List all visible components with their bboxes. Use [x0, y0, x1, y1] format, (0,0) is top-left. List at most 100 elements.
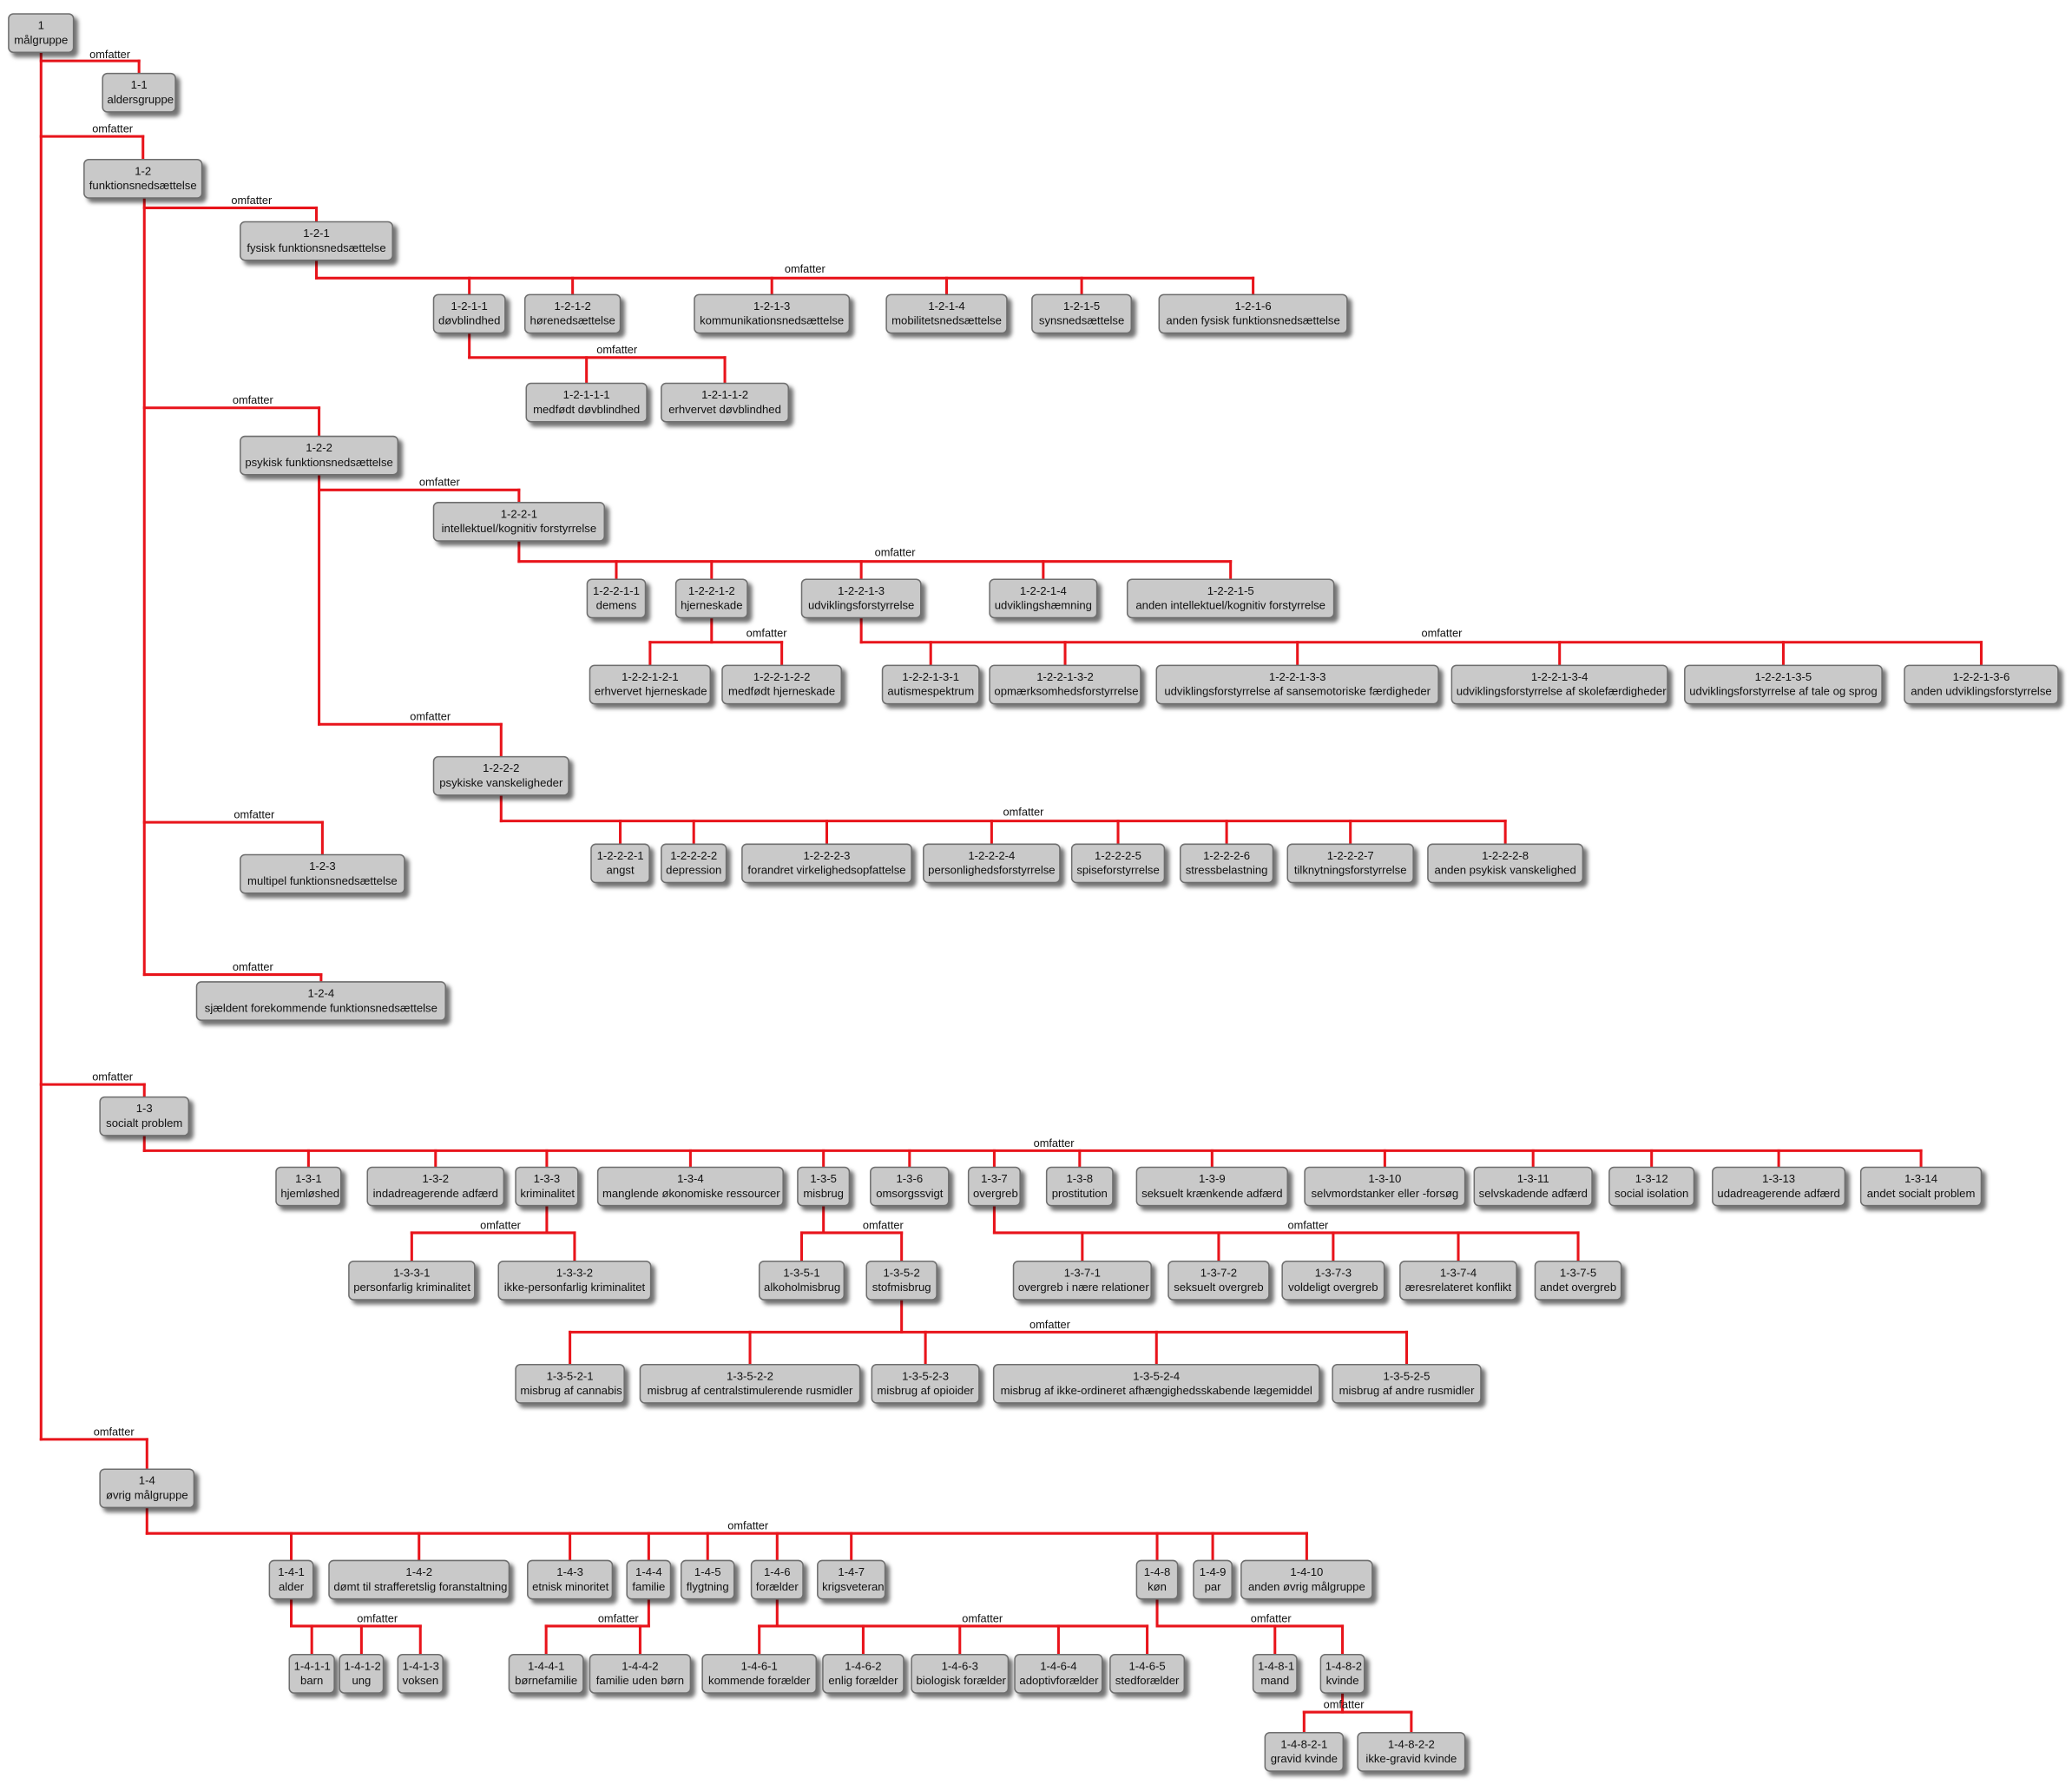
node-label: anden intellektuel/kognitiv forstyrrelse	[1135, 597, 1325, 611]
node-label: seksuelt krænkende adfærd	[1141, 1185, 1283, 1200]
node-label: anden udviklingsforstyrrelse	[1911, 683, 2052, 698]
node-label: voldeligt overgreb	[1288, 1280, 1378, 1294]
node-label: anden psykisk vanskelighed	[1434, 862, 1576, 876]
node-label: ikke-gravid kvinde	[1365, 1751, 1457, 1765]
node-code: 1-3-7-5	[1559, 1266, 1597, 1280]
node-label: kvinde	[1325, 1673, 1359, 1687]
